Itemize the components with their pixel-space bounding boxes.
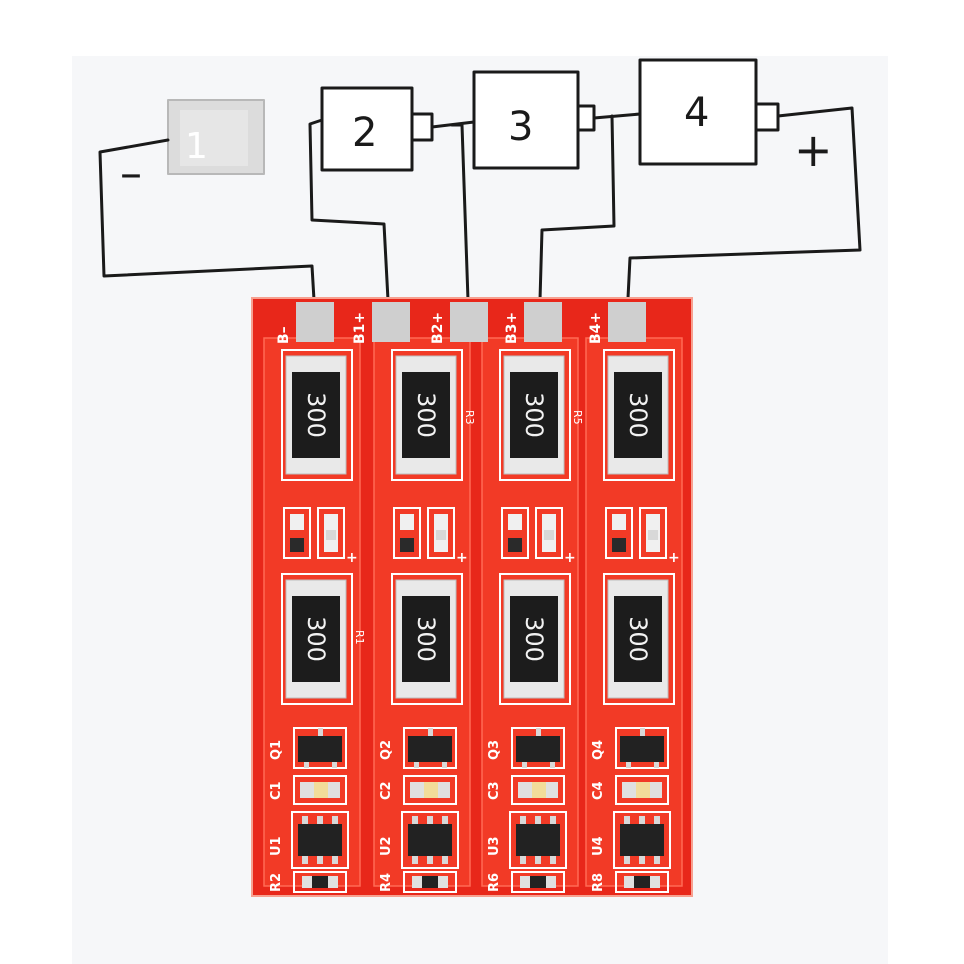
terminal-label-1: B1+ [352, 312, 368, 344]
cap-label-4: C4 [591, 781, 606, 800]
bottom-resistor-1-text: 300 [302, 616, 330, 662]
cell-4 [638, 58, 780, 166]
ic-label-4: U4 [591, 836, 606, 856]
terminal-pad-1 [372, 302, 410, 342]
mosfet-label-1: Q1 [269, 740, 284, 760]
cell-1 [167, 99, 265, 175]
small-resistor-3 [530, 876, 546, 888]
cell-3 [472, 70, 596, 170]
lead-b-minus [98, 138, 316, 302]
minus-label: – [120, 148, 142, 199]
small-resistor-4 [634, 876, 650, 888]
lead-b1 [308, 118, 390, 302]
bottom-resistor-4: 300 [607, 579, 669, 699]
top-resistor-1: 300 [285, 355, 347, 475]
svg-text:+: + [346, 550, 358, 566]
top-silk-2: R3 [463, 410, 476, 425]
small-res-label-2: R4 [379, 873, 394, 892]
mosfet-label-4: Q4 [591, 740, 606, 760]
terminal-label-4: B4+ [588, 312, 604, 344]
top-resistor-1-text: 300 [302, 392, 330, 438]
capacitor-3 [532, 782, 546, 798]
svg-text:+: + [456, 550, 468, 566]
bottom-silk-1: R1 [353, 630, 366, 645]
terminal-pad-4 [608, 302, 646, 342]
ic-label-3: U3 [487, 836, 502, 856]
small-resistor-2 [422, 876, 438, 888]
lead-b4 [626, 106, 862, 300]
top-resistor-2: 300 [395, 355, 457, 475]
top-resistor-4-text: 300 [624, 392, 652, 438]
small-res-label-4: R8 [591, 873, 606, 892]
capacitor-4 [636, 782, 650, 798]
cell-2 [320, 86, 434, 172]
top-resistor-3: 300 [503, 355, 565, 475]
cell-1-label: 1 [185, 126, 208, 167]
mosfet-label-2: Q2 [379, 740, 394, 760]
bottom-resistor-3-text: 300 [520, 616, 548, 662]
terminal-pad-0 [296, 302, 334, 342]
terminal-pads: B– B1+ B2+ B3+ B4+ [276, 302, 646, 344]
lead-b3 [538, 114, 616, 302]
mosfet-4 [620, 736, 664, 762]
mosfet-1 [298, 736, 342, 762]
small-res-label-1: R2 [269, 873, 284, 892]
bottom-resistor-1: 300 [285, 579, 347, 699]
ic-4 [620, 824, 664, 856]
cell-2-label: 2 [352, 110, 377, 156]
terminal-pad-2 [450, 302, 488, 342]
ic-label-2: U2 [379, 836, 394, 856]
mosfet-2 [408, 736, 452, 762]
terminal-label-3: B3+ [504, 312, 520, 344]
ic-1 [298, 824, 342, 856]
terminal-label-2: B2+ [430, 312, 446, 344]
lead-b2 [450, 123, 470, 302]
battery-sketch [98, 58, 862, 302]
small-resistor-1 [312, 876, 328, 888]
ic-label-1: U1 [269, 836, 284, 856]
ic-3 [516, 824, 560, 856]
terminal-pad-3 [524, 302, 562, 342]
top-resistor-3-text: 300 [520, 392, 548, 438]
mosfet-3 [516, 736, 560, 762]
mosfet-label-3: Q3 [487, 740, 502, 760]
small-res-label-3: R6 [487, 873, 502, 892]
bottom-resistor-2-text: 300 [412, 616, 440, 662]
svg-text:+: + [564, 550, 576, 566]
ic-2 [408, 824, 452, 856]
cap-label-2: C2 [379, 781, 394, 800]
capacitor-1 [314, 782, 328, 798]
terminal-label-0: B– [276, 326, 292, 344]
cap-label-3: C3 [487, 781, 502, 800]
bottom-resistor-2: 300 [395, 579, 457, 699]
plus-label: + [794, 123, 833, 177]
cap-label-1: C1 [269, 781, 284, 800]
svg-text:+: + [668, 550, 680, 566]
top-resistor-4: 300 [607, 355, 669, 475]
bottom-resistor-3: 300 [503, 579, 565, 699]
top-silk-3: R5 [571, 410, 584, 425]
cell-3-label: 3 [508, 104, 533, 150]
bottom-resistor-4-text: 300 [624, 616, 652, 662]
link-3-4 [592, 112, 642, 120]
top-resistor-2-text: 300 [412, 392, 440, 438]
capacitor-2 [424, 782, 438, 798]
cell-4-label: 4 [684, 90, 709, 136]
